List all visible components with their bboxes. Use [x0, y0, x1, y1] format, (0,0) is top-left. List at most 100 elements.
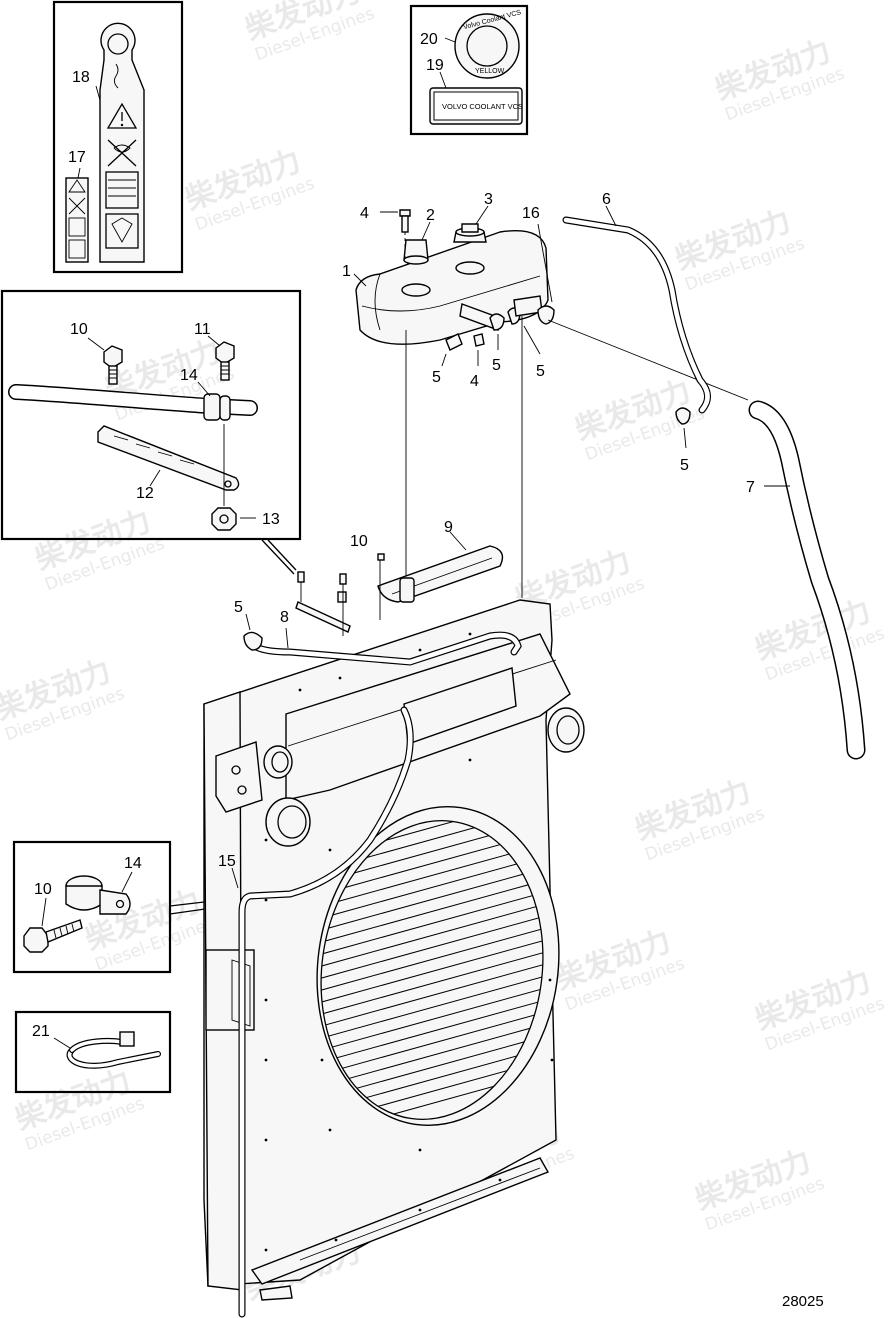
manual-small-icon	[68, 217, 86, 237]
label-17: 17	[68, 149, 86, 166]
leader-12	[149, 469, 161, 487]
cap-decal	[454, 13, 520, 79]
label-10-main: 10	[350, 533, 368, 550]
lower-inlet-port	[265, 797, 311, 847]
bolt-4-lower	[473, 333, 485, 347]
hose-15-inner	[239, 707, 413, 1317]
clamp-14-tab	[99, 889, 131, 915]
inset-frame	[52, 0, 184, 274]
bolt-11-small	[339, 573, 347, 585]
tank-edge	[374, 273, 381, 331]
inset-pointer	[261, 539, 295, 575]
hose-6: 6 5	[562, 191, 711, 474]
expansion-tank-assembly: 2 3 4 1 5 4 5 5 16	[342, 191, 749, 598]
leader-8	[285, 627, 289, 649]
bolt-10-head	[103, 345, 123, 369]
warning-triangle-icon	[106, 102, 138, 129]
leader-14b	[121, 871, 133, 893]
hose-clamp-5a	[445, 333, 463, 351]
bolt-10-shank	[108, 365, 118, 385]
bolt-4-head	[399, 209, 411, 217]
bracket-9-clip	[399, 577, 415, 603]
leader-5d	[683, 427, 687, 449]
leader-15	[231, 867, 239, 889]
ref-line-hose-7	[547, 319, 749, 401]
leader-20	[444, 37, 456, 43]
bolt-10-main	[377, 553, 385, 561]
label-2: 2	[426, 207, 435, 224]
leader-9	[449, 531, 467, 551]
label-18: 18	[72, 69, 90, 86]
inset-pointer-2	[267, 539, 297, 571]
label-21: 21	[32, 1023, 50, 1040]
leader-5c	[523, 325, 541, 355]
bolt-10-clamp-shank	[45, 919, 83, 943]
bottom-rail-edge	[299, 1167, 541, 1261]
leader-3	[475, 205, 489, 225]
warning-tag-large	[99, 22, 145, 263]
leader-21	[53, 1037, 71, 1049]
leader-18	[95, 85, 101, 101]
label-19: 19	[426, 57, 444, 74]
hose-7: 7	[746, 400, 866, 760]
label-10-clamp: 10	[34, 881, 52, 898]
label-6: 6	[602, 191, 611, 208]
tank-seam	[361, 275, 541, 312]
hose-clamp-5d	[675, 407, 691, 425]
side-cover-plate	[205, 949, 255, 1031]
manual-icon	[105, 171, 139, 209]
expansion-tank	[355, 230, 549, 345]
coolant-label-text: VOLVO COOLANT VCS	[442, 102, 523, 111]
bolt-11-head	[215, 341, 235, 365]
warning-tag-small	[65, 177, 89, 263]
label-5d: 5	[680, 457, 689, 474]
no-open-small-icon	[68, 197, 86, 215]
bottom-foot	[259, 1285, 293, 1301]
leader-2	[421, 221, 431, 241]
leader-16	[537, 223, 553, 303]
label-15: 15	[218, 853, 236, 870]
hose-6-inner	[563, 217, 710, 413]
tank-neck-left	[401, 283, 431, 297]
lower-inlet-bore	[277, 805, 307, 839]
leader-17	[77, 167, 81, 179]
label-4-lower: 4	[470, 373, 479, 390]
strap-12	[97, 425, 240, 491]
nipple-16	[537, 305, 555, 325]
upper-inlet-bore	[271, 751, 289, 773]
label-5b: 5	[492, 357, 501, 374]
hose-14-detail-fill	[9, 385, 257, 415]
strap-12-hole	[224, 480, 232, 488]
radiator-bottom-rail	[250, 1157, 550, 1285]
hose-8-inner	[249, 632, 521, 665]
radiator-assembly: 9 10	[203, 519, 585, 1318]
leader-10	[87, 337, 105, 351]
leader-19	[439, 71, 447, 89]
leader-10b	[41, 897, 47, 927]
clamp-14-tab-hole	[115, 899, 125, 909]
no-open-icon	[107, 139, 137, 167]
cable-tie-strap-fill	[68, 1048, 160, 1068]
cap-bottom-text: YELLOW	[475, 68, 505, 75]
bolt-10-clamp-thread	[53, 923, 75, 939]
hose-clamp-5e	[243, 631, 263, 651]
leader-14	[197, 381, 211, 397]
cable-tie-loop-fill	[70, 1039, 124, 1052]
leader-1	[353, 273, 367, 287]
inset-frame	[409, 4, 529, 136]
bolt-10-clamp-head	[23, 927, 49, 953]
leader-5e	[245, 613, 251, 631]
inset-bracket-detail: 10 11 14 12 13	[0, 289, 302, 575]
bolt-4-shank	[401, 215, 409, 233]
tag-hole	[107, 33, 129, 55]
outlet-port-bore	[556, 715, 580, 745]
tank-neck-right	[455, 261, 485, 275]
label-10-detail: 10	[70, 321, 88, 338]
inset-cable-tie: 21	[14, 1010, 172, 1094]
inset-frame	[14, 1010, 172, 1094]
tag-cord	[113, 63, 119, 89]
bolt-11-shank	[220, 361, 230, 381]
bolt-10-thread	[109, 369, 117, 379]
warning-triangle-small-icon	[68, 179, 86, 193]
book-icon	[105, 213, 139, 249]
